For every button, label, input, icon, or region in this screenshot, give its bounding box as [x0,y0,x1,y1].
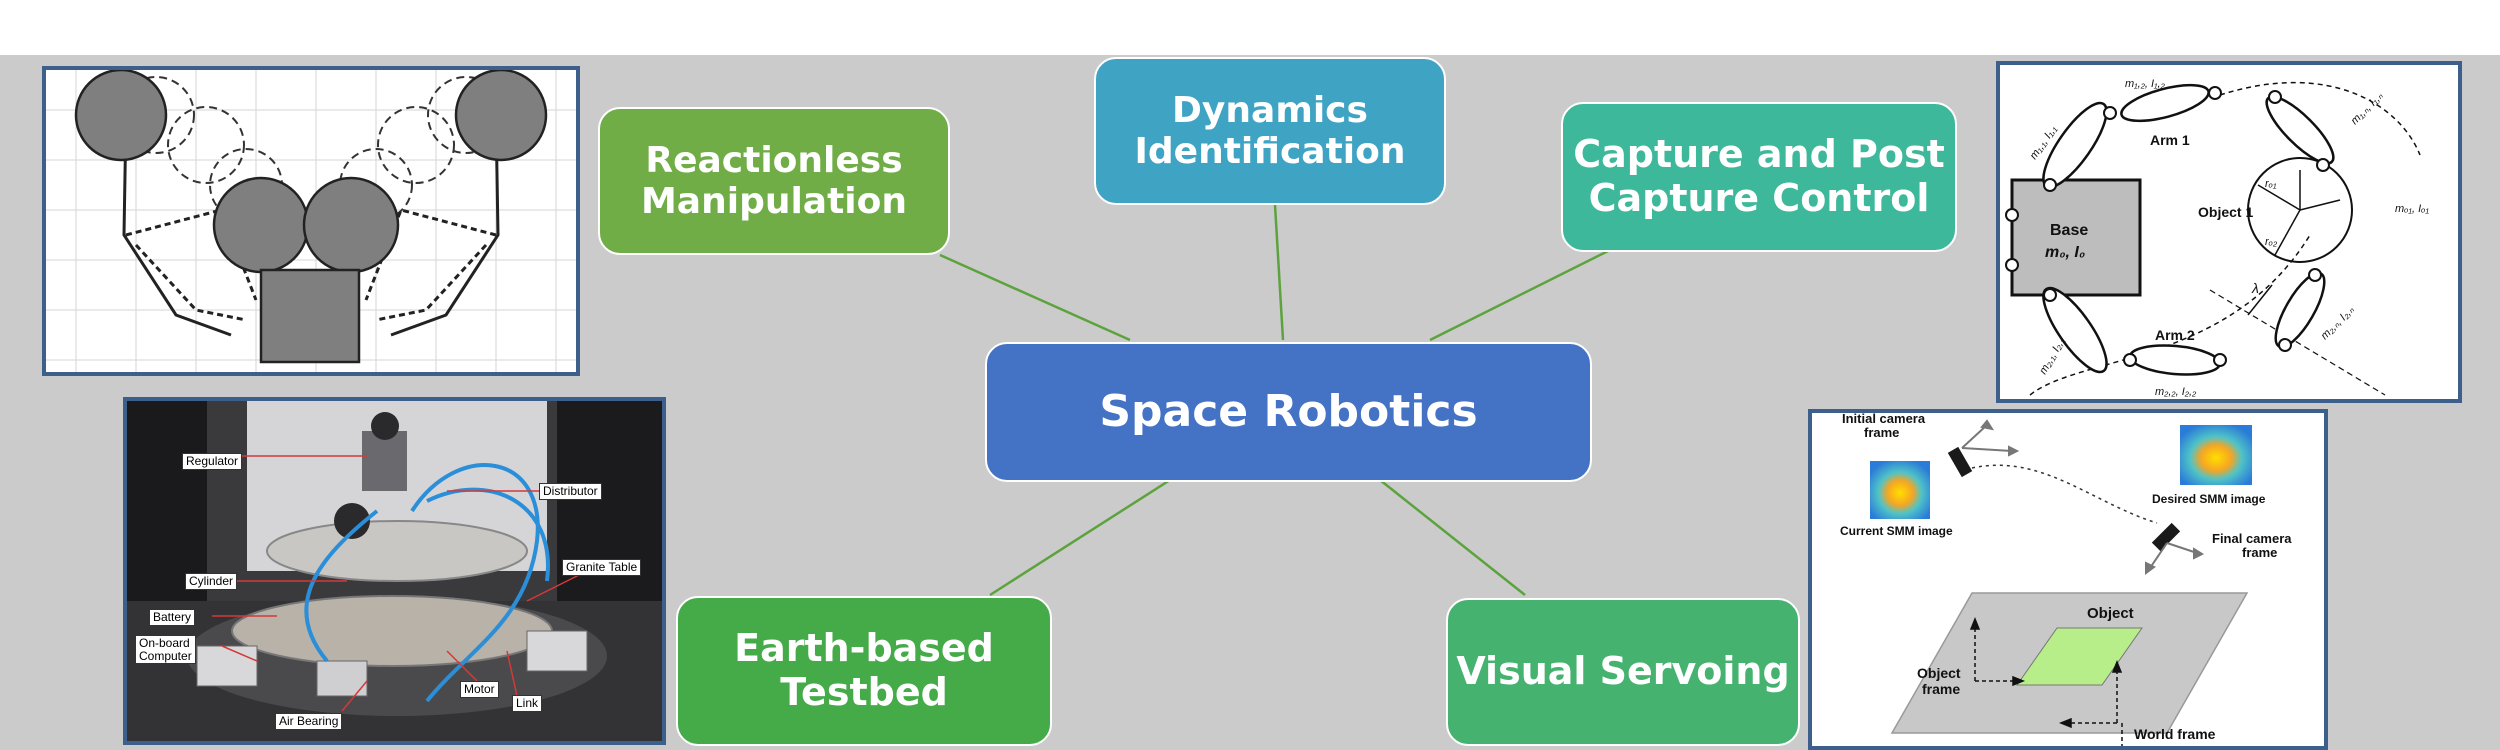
label-m2n: m₂,ₙ, I₂,ₙ [2319,304,2357,342]
label-m12: m₁,₂, I₁,₂ [2125,78,2166,90]
photo-label-motor: Motor [460,681,499,698]
topic-reactionless-manipulation: Reactionless Manipulation [598,107,950,255]
photo-label-regulator: Regulator [182,453,243,470]
label-m21: m₂,₁, I₂,₁ [2037,336,2068,377]
label-ro2: rₒ₂ [2265,236,2278,248]
photo-label-air-bearing: Air Bearing [275,713,343,730]
diagram-canvas: Space Robotics Reactionless Manipulation… [0,55,2500,750]
label-lambda: λ [2251,280,2259,296]
photo-label-cylinder: Cylinder [185,573,238,590]
label-base-mass: m₀, I₀ [2045,244,2085,261]
label-mo1: mₒ₁, Iₒ₁ [2395,203,2429,215]
label-ro1: rₒ₁ [2265,178,2277,190]
photo-label-link: Link [512,695,543,712]
connector-reactionless [939,253,1131,342]
label-m1n: m₁,ₙ, I₁,ₙ [2349,90,2386,127]
label-m22: m₂,₂, I₂,₂ [2155,386,2197,398]
photo-label-battery: Battery [149,609,196,626]
label-arm-2: Arm 2 [2155,327,2195,343]
photo-label-distributor: Distributor [539,483,602,500]
topic-dynamics-identification: Dynamics Identification [1094,57,1446,205]
label-current-smm-image: Current SMM image [1840,524,1953,538]
topic-earth-based-testbed: Earth-based Testbed [676,596,1052,746]
photo-label-granite-table: Granite Table [562,559,642,576]
topic-visual-servoing: Visual Servoing [1446,598,1800,746]
connector-capture [1429,248,1611,342]
label-world-frame: World frame [2134,726,2216,742]
testbed-photo: Regulator Distributor Granite Table Cyli… [123,397,666,745]
connector-visual [1379,479,1526,596]
reactionless-arm-figure [42,66,580,376]
topic-capture-control: Capture and Post Capture Control [1561,102,1957,252]
connector-lines [939,204,1611,597]
label-object: Object [2087,605,2134,622]
connector-dynamics [1273,204,1285,341]
label-arm-1: Arm 1 [2150,132,2190,148]
label-object-1: Object 1 [2198,204,2253,220]
center-node-space-robotics: Space Robotics [985,342,1592,482]
label-desired-smm-image: Desired SMM image [2152,492,2266,506]
dual-arm-kinematics-figure: Base m₀, I₀ Object 1 Arm 1 Arm 2 λ m₁,₁,… [1996,61,2462,403]
connector-earth [989,478,1171,597]
label-base: Base [2050,222,2088,239]
photo-label-onboard-computer: On-board Computer [135,635,196,665]
